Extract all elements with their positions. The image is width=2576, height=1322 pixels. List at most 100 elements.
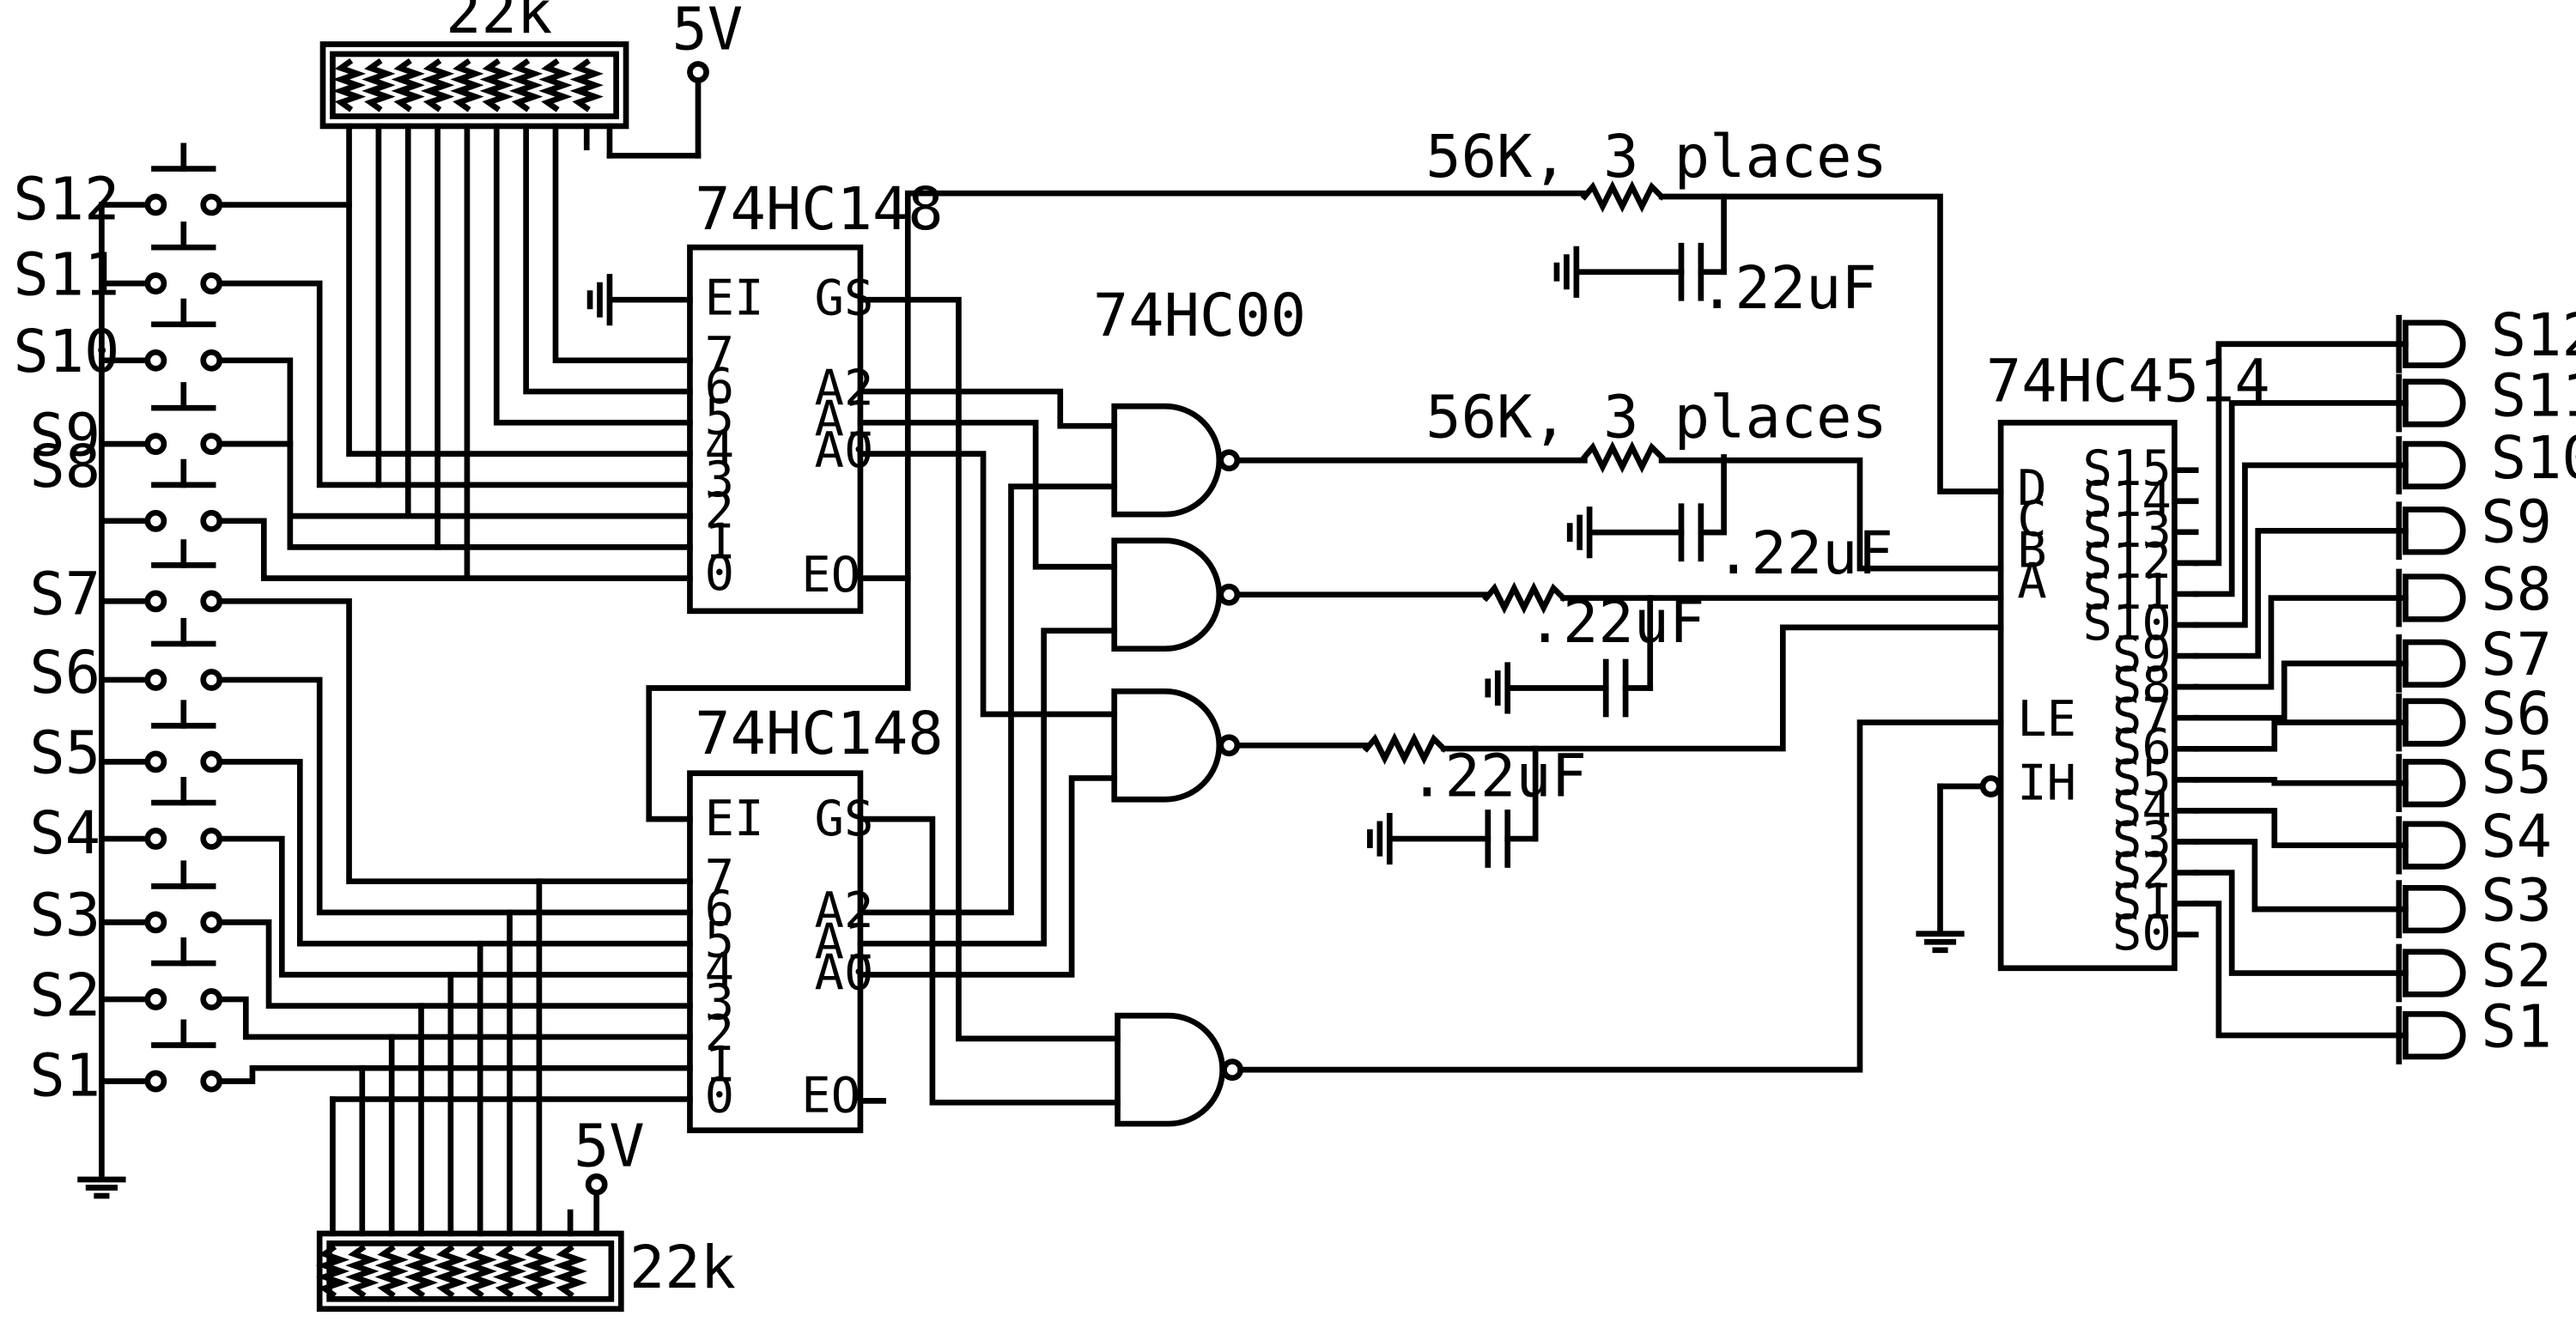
output-buffer	[2192, 693, 2466, 752]
switch-bank: S12 S11 S10 S9 S8 S7 S6 S5 S4 S3 S2 S1	[13, 143, 223, 1196]
switch-label-s7: S7	[29, 561, 100, 629]
resistor-element	[479, 58, 513, 112]
resistor-element	[391, 58, 425, 112]
output-label-s2: S2	[2481, 932, 2552, 1001]
output-buffer	[2192, 501, 2466, 659]
resistor-element	[434, 1244, 468, 1299]
nand-gates: 74HC00	[1093, 282, 1306, 1127]
filter-capacitor-2	[1570, 454, 1727, 562]
output-label-s7: S7	[2481, 621, 2552, 689]
filter-capacitor-1	[1557, 193, 1727, 301]
wiring	[216, 123, 2004, 1237]
output-labels: S12 S11 S10 S9 S8 S7 S6 S5 S4 S3 S2 S1	[2481, 301, 2576, 1061]
encoder-bottom-pin-ei: EI	[705, 791, 764, 847]
pushbutton-switch	[99, 298, 223, 372]
output-buffer	[2192, 314, 2466, 567]
switch-label-s6: S6	[29, 639, 100, 707]
output-buffer	[2192, 568, 2466, 690]
decoder-output-pin-label: S11	[2083, 564, 2172, 621]
nand-name: 74HC00	[1093, 282, 1306, 350]
output-label-s8: S8	[2481, 555, 2552, 624]
nand-gate-1	[1111, 403, 1241, 518]
encoder-top-name: 74HC148	[695, 175, 943, 244]
resistor-element	[553, 1244, 587, 1299]
encoder-top-pin-3: 3	[705, 452, 734, 508]
pushbutton-switch	[99, 1019, 223, 1093]
output-wire	[2192, 527, 2409, 659]
filter-cap-2-label: .22uF	[1716, 519, 1893, 588]
encoder-top-pin-7: 7	[705, 327, 734, 384]
encoder-top-pin-ei: EI	[705, 270, 764, 326]
pushbutton-switch	[99, 777, 223, 850]
decoder-pin-ih: IH	[2017, 755, 2076, 811]
encoder-bottom-name: 74HC148	[695, 700, 943, 768]
decoder-pin-d: D	[2017, 460, 2046, 517]
nand-gate-3	[1111, 688, 1241, 803]
output-wire	[2192, 719, 2409, 752]
decoder-output-pin-label: S8	[2112, 657, 2172, 713]
encoder-top: 74HC148 EI 7 6 5 4 3 2 1 0 GS A2 A1 A0 E…	[590, 175, 944, 615]
switch-label-s2: S2	[29, 961, 100, 1030]
supply-label-bottom: 5V	[574, 1113, 645, 1181]
output-wire	[2192, 341, 2409, 567]
ground-symbol-encoder-top	[590, 277, 610, 323]
switch-label-s11: S11	[13, 240, 119, 309]
resistor-element	[315, 1244, 350, 1299]
encoder-bottom-pin-1: 1	[705, 1036, 734, 1093]
decoder-name: 74HC4514	[1986, 348, 2270, 416]
encoder-bottom-pin-6: 6	[705, 881, 734, 937]
decoder-output-pin-label: S0	[2112, 905, 2172, 961]
decoder-output-pin-label: S15	[2083, 440, 2172, 497]
output-label-s10: S10	[2491, 424, 2576, 493]
resistor-element	[508, 58, 544, 112]
output-buffer	[2192, 839, 2466, 938]
pushbutton-switch	[99, 221, 223, 295]
switch-label-s9: S9	[29, 402, 100, 470]
output-label-s5: S5	[2481, 739, 2552, 808]
filter-cap-1-label: .22uF	[1699, 254, 1877, 323]
encoder-top-pin-a2: A2	[815, 360, 874, 416]
decoder-output-pin-label: S13	[2083, 502, 2172, 559]
decoder-output-pin-label: S5	[2112, 750, 2172, 807]
decoder-output-pin-label: S9	[2112, 626, 2172, 682]
encoder-bottom: 74HC148 EI 7 6 5 4 3 2 1 0 GS A2 A1 A0 E…	[687, 700, 944, 1134]
output-wire	[2192, 839, 2409, 913]
pushbutton-switch	[99, 617, 223, 691]
output-label-s3: S3	[2481, 866, 2552, 935]
encoder-bottom-pin-7: 7	[705, 850, 734, 907]
pushbutton-switch	[99, 539, 223, 613]
switch-symbols	[99, 143, 223, 1093]
switch-labels: S12 S11 S10 S9 S8 S7 S6 S5 S4 S3 S2 S1	[13, 166, 119, 1111]
output-buffer	[2192, 901, 2466, 1064]
resistor-element	[331, 58, 367, 112]
output-label-s6: S6	[2481, 680, 2552, 749]
resistor-network-bottom-elements	[315, 1244, 587, 1299]
nand-gate-4	[1115, 1012, 1243, 1127]
filter-cap-4-label: .22uF	[1409, 742, 1587, 810]
decoder-output-pin-label: S4	[2112, 781, 2172, 838]
encoder-top-pin-a1: A1	[815, 391, 874, 448]
output-wire	[2192, 400, 2409, 597]
output-buffer	[2192, 436, 2466, 628]
decoder: 74HC4514 D C B A LE IH S15S14S13S12S11S1…	[1919, 348, 2270, 972]
resistor-element	[538, 58, 573, 112]
output-buffer	[2192, 754, 2466, 813]
encoder-top-pin-a0: A0	[815, 422, 874, 479]
decoder-output-pin-label: S6	[2112, 719, 2172, 775]
output-label-s11: S11	[2491, 362, 2576, 431]
encoder-bottom-pin-2: 2	[705, 1005, 734, 1062]
output-wire	[2192, 660, 2409, 721]
resistor-element	[569, 58, 604, 112]
switch-label-s8: S8	[29, 433, 100, 501]
encoder-top-pin-2: 2	[705, 482, 734, 539]
pushbutton-switch	[99, 937, 223, 1010]
encoder-top-pin-0: 0	[705, 545, 734, 602]
nand-gate-2	[1111, 537, 1241, 652]
pushbutton-switch	[99, 458, 223, 532]
resistor-network-top-label: 22k	[446, 0, 552, 47]
decoder-output-pin-label: S10	[2083, 595, 2172, 652]
encoder-top-pin-4: 4	[705, 421, 734, 477]
switch-label-s12: S12	[13, 166, 119, 234]
